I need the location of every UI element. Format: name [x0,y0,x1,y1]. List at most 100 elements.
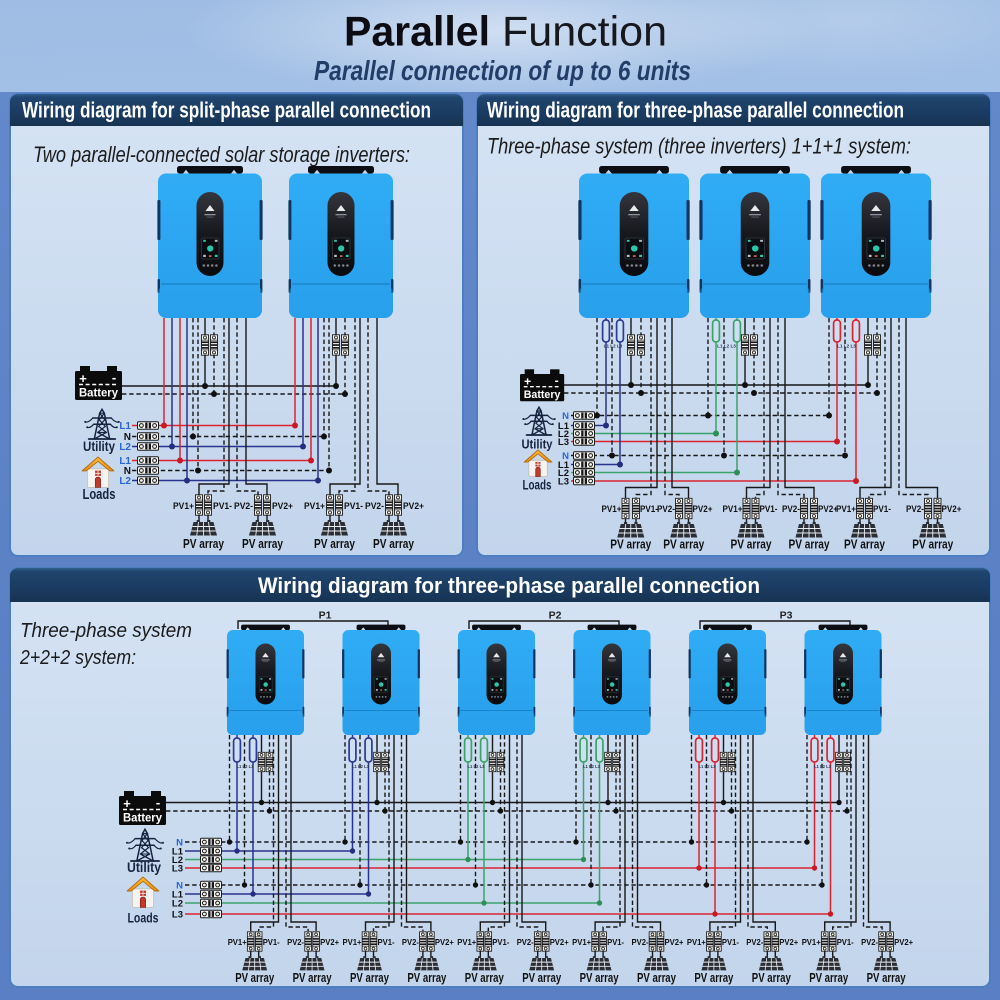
svg-text:PV array: PV array [844,537,886,552]
svg-text:Two parallel-connected solar s: Two parallel-connected solar storage inv… [33,142,410,167]
svg-text:-: - [156,795,160,810]
svg-text:Battery: Battery [524,389,561,401]
svg-text:Wiring diagram for split-phase: Wiring diagram for split-phase parallel … [22,98,431,123]
svg-text:PV2-: PV2- [746,937,763,947]
svg-text:L1 L2 L3: L1 L2 L3 [468,764,486,769]
svg-text:L1 L2 L3: L1 L2 L3 [699,764,717,769]
svg-text:Wiring diagram for three-phase: Wiring diagram for three-phase parallel … [487,98,904,123]
svg-text:PV array: PV array [912,537,954,552]
svg-text:PV2-: PV2- [861,937,878,947]
svg-text:L1: L1 [172,846,184,857]
svg-text:PV2+: PV2+ [665,937,684,947]
svg-text:PV1+: PV1+ [602,504,622,514]
svg-text:PV2+: PV2+ [403,501,424,512]
svg-text:-: - [112,370,116,385]
svg-text:PV array: PV array [183,536,225,551]
svg-text:P2: P2 [549,610,562,622]
svg-text:L2: L2 [172,855,183,866]
svg-text:Battery: Battery [123,811,162,825]
svg-text:PV2+: PV2+ [550,937,569,947]
svg-text:Loads: Loads [523,478,552,493]
svg-text:L3: L3 [172,863,183,874]
svg-text:PV array: PV array [731,537,773,552]
svg-text:PV1-: PV1- [760,504,778,514]
svg-text:N: N [124,432,131,443]
svg-text:PV array: PV array [314,536,356,551]
svg-text:PV1-: PV1- [722,937,739,947]
svg-text:PV array: PV array [350,971,389,985]
svg-text:L3: L3 [172,909,183,920]
svg-text:PV array: PV array [242,536,284,551]
svg-text:L2: L2 [558,429,569,440]
svg-text:L3: L3 [558,476,569,487]
svg-text:PV array: PV array [867,971,906,985]
svg-text:PV2-: PV2- [632,937,649,947]
svg-text:PV1-: PV1- [213,501,232,512]
svg-text:L1: L1 [558,421,570,432]
svg-text:PV array: PV array [752,971,791,985]
svg-text:PV array: PV array [465,971,504,985]
svg-text:PV1+: PV1+ [173,501,194,512]
svg-text:PV2-: PV2- [234,501,253,512]
svg-text:N: N [176,837,183,848]
svg-text:PV2-: PV2- [657,504,675,514]
svg-text:PV1+: PV1+ [687,937,706,947]
svg-text:Utility: Utility [83,438,115,454]
svg-text:L1 L2 L3: L1 L2 L3 [237,764,255,769]
svg-text:PV1+: PV1+ [572,937,591,947]
svg-text:PV2+: PV2+ [320,937,339,947]
svg-text:P1: P1 [319,610,332,622]
svg-text:+: + [123,796,131,811]
svg-text:Utility: Utility [522,437,554,452]
svg-text:PV array: PV array [694,971,733,985]
svg-text:Three-phase system: Three-phase system [20,620,192,642]
svg-text:PV1+: PV1+ [457,937,476,947]
svg-text:PV2-: PV2- [365,501,384,512]
svg-text:PV array: PV array [637,971,676,985]
svg-text:L1: L1 [558,460,570,471]
svg-text:PV2-: PV2- [517,937,534,947]
svg-text:PV1+: PV1+ [836,504,856,514]
svg-text:PV1-: PV1- [640,504,658,514]
svg-text:L1 L2 L3: L1 L2 L3 [352,764,370,769]
svg-text:L2: L2 [172,898,183,909]
svg-text:Function: Function [502,8,667,55]
svg-text:PV1-: PV1- [607,937,624,947]
svg-text:PV2+: PV2+ [693,504,713,514]
svg-text:PV array: PV array [407,971,446,985]
svg-text:L2: L2 [119,442,131,453]
svg-text:PV2+: PV2+ [779,937,798,947]
svg-text:L1: L1 [172,889,184,900]
svg-text:Parallel connection of up to 6: Parallel connection of up to 6 units [314,55,691,86]
svg-text:N: N [124,466,131,477]
svg-text:PV2-: PV2- [287,937,304,947]
svg-text:PV array: PV array [610,537,652,552]
svg-text:L1: L1 [119,421,131,432]
svg-text:2+2+2 system:: 2+2+2 system: [19,647,136,669]
svg-text:L2: L2 [558,468,569,479]
svg-text:-: - [555,373,559,387]
svg-text:Three-phase system (three inve: Three-phase system (three inverters) 1+1… [487,134,911,159]
svg-text:PV1+: PV1+ [723,504,743,514]
svg-text:PV array: PV array [580,971,619,985]
svg-text:PV1-: PV1- [263,937,280,947]
svg-text:Utility: Utility [127,859,161,875]
svg-text:PV2+: PV2+ [894,937,913,947]
svg-text:PV2-: PV2- [402,937,419,947]
svg-text:PV2+: PV2+ [818,504,838,514]
svg-text:PV1+: PV1+ [304,501,325,512]
svg-text:L1 L2 L3: L1 L2 L3 [604,344,623,349]
svg-text:PV array: PV array [235,971,274,985]
svg-text:PV1-: PV1- [837,937,854,947]
svg-text:Wiring diagram for three-phase: Wiring diagram for three-phase parallel … [258,573,760,598]
svg-text:PV2+: PV2+ [435,937,454,947]
svg-text:P3: P3 [780,610,793,622]
svg-text:L1 L2 L3: L1 L2 L3 [814,764,832,769]
svg-text:Parallel: Parallel [344,8,490,55]
svg-text:N: N [562,411,569,422]
svg-text:PV1-: PV1- [344,501,363,512]
svg-text:L3: L3 [558,437,569,448]
svg-text:PV2-: PV2- [906,504,924,514]
svg-text:L1 L2 L3: L1 L2 L3 [583,764,601,769]
svg-text:PV array: PV array [373,536,415,551]
